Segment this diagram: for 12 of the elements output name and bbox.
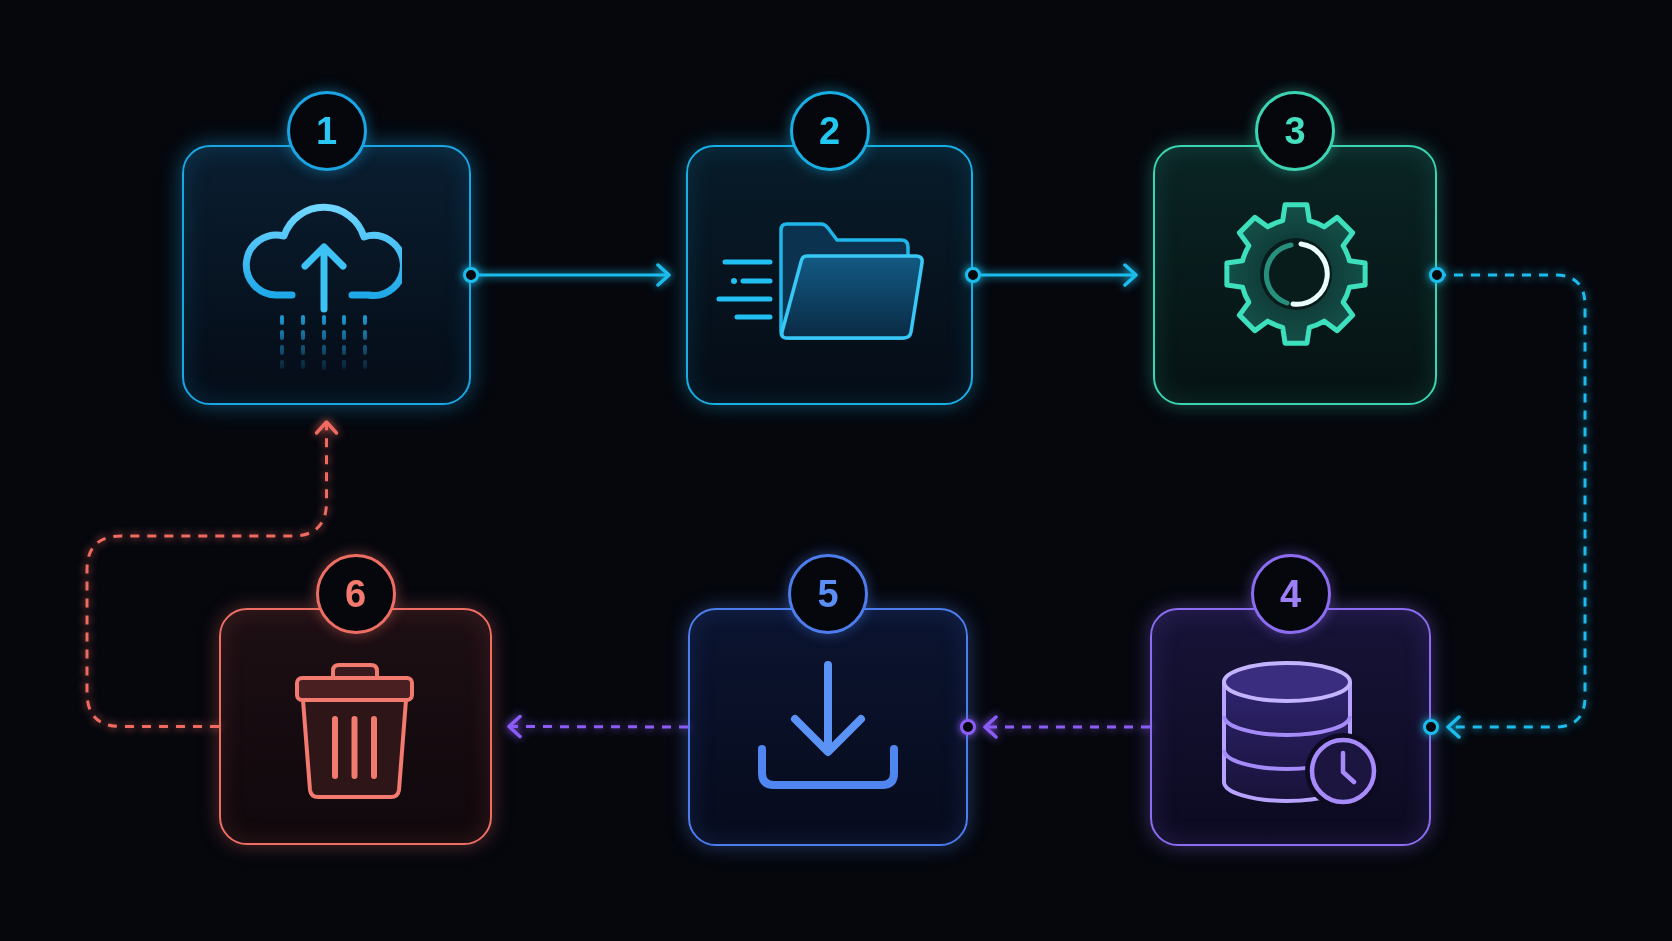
- dashed-arrow: [959, 715, 1150, 739]
- step-number-badge: 4: [1250, 554, 1331, 634]
- step-number-badge: 1: [286, 91, 367, 171]
- dashed-arrow: [507, 714, 688, 739]
- dashed-arrow: [1422, 267, 1587, 739]
- step-number-badge: 2: [789, 91, 870, 171]
- step-number-badge: 3: [1255, 91, 1335, 171]
- arrow: [965, 263, 1138, 287]
- arrow: [463, 263, 671, 287]
- step-number-badge: 6: [315, 554, 396, 634]
- dashed-arrow: [85, 420, 339, 728]
- step-number-badge: 5: [788, 554, 868, 634]
